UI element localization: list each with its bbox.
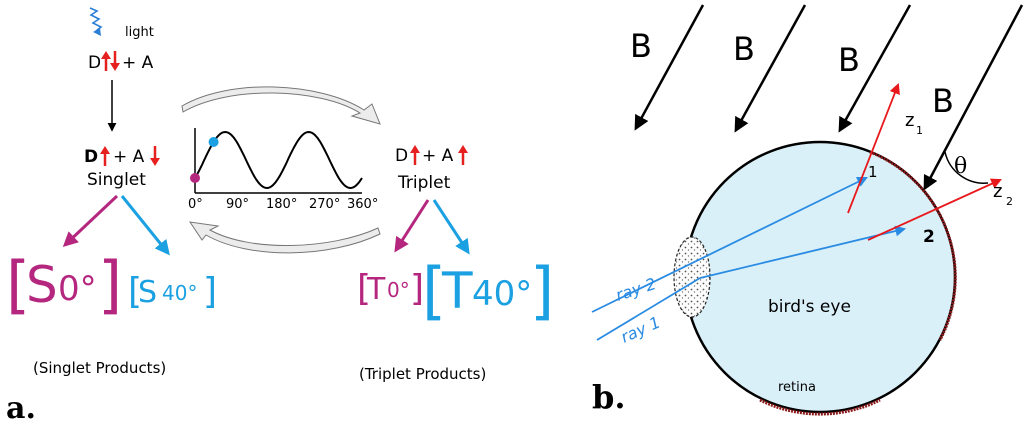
triplet-label: Triplet (397, 173, 451, 193)
light-squiggle-icon (89, 7, 103, 36)
svg-text:]: ] (410, 268, 424, 309)
singlet-acceptor: + A (113, 147, 145, 167)
field-label-b: B (838, 41, 860, 79)
marker-40deg (208, 137, 219, 148)
field-arrow (923, 4, 1024, 191)
panel-a-label: a. (6, 391, 36, 423)
singlet-donor: D (84, 147, 98, 167)
point-2-label: 2 (923, 227, 935, 247)
birds-eye: bird's eye retina (673, 140, 957, 416)
z1-axis (847, 82, 900, 214)
donor-symbol: D (88, 53, 101, 73)
product-s0: [ S 0° ] (6, 248, 122, 321)
spin-up-icon (100, 146, 110, 166)
s40-letter: S (138, 275, 157, 310)
singlet-s40-arrow (120, 195, 170, 256)
light-label: light (125, 25, 154, 40)
t0-letter: T (366, 272, 386, 307)
product-t40: [ T 40° ] (422, 254, 554, 327)
svg-text:[: [ (128, 271, 142, 312)
svg-text:]: ] (203, 271, 217, 312)
svg-text:z: z (905, 110, 914, 131)
retina-layer (759, 398, 881, 416)
panel-b: B B B B bird's eye retina ray 2 ray 1 1 … (591, 4, 1024, 416)
product-s40: [ S 40° ] (128, 271, 217, 312)
triplet-donor: D (395, 146, 408, 166)
retina-layer (869, 150, 957, 341)
field-label-b: B (733, 30, 755, 68)
singlet-products-caption: (Singlet Products) (33, 359, 166, 377)
triplet-t40-arrow (432, 199, 470, 255)
point-1-label: 1 (868, 163, 878, 181)
ray-1-line (591, 176, 868, 313)
svg-text:1: 1 (916, 124, 923, 137)
svg-text:[: [ (357, 268, 371, 309)
spin-down-icon (150, 146, 160, 166)
eye-label: bird's eye (768, 297, 851, 317)
triplet-products-caption: (Triplet Products) (359, 365, 486, 383)
spin-up-icon (458, 145, 468, 165)
ray-1-lower (596, 277, 701, 341)
panel-a: light D + A D + A (6, 7, 554, 423)
triplet-acceptor: + A (422, 146, 454, 166)
s0-letter: S (26, 256, 58, 314)
eye-lens (673, 236, 711, 318)
field-arrow (838, 4, 912, 133)
z2-axis (867, 178, 1002, 241)
singlet-s0-arrow (62, 194, 119, 248)
theta-label: θ (954, 154, 967, 179)
retina-label: retina (778, 380, 816, 395)
interconversion-arrow-top (181, 86, 381, 125)
field-arrow (634, 4, 705, 131)
field-label-b: B (932, 82, 954, 120)
svg-text:z: z (993, 181, 1002, 202)
singlet-state: D + A Singlet (84, 146, 160, 190)
s0-angle: 0° (58, 269, 97, 309)
svg-text:[: [ (6, 248, 30, 321)
oscillation-plot: 0° 90° 180° 270° 360° (188, 128, 378, 212)
tick-270: 270° (309, 197, 340, 212)
ray-1-label: ray 1 (618, 313, 663, 347)
tick-360: 360° (347, 197, 378, 212)
donor-acceptor-pair: D + A (88, 51, 154, 73)
svg-text:]: ] (530, 254, 554, 327)
marker-0deg (190, 172, 200, 183)
oscillation-curve (194, 130, 363, 190)
z1-label: z 1 (905, 110, 923, 137)
t40-letter: T (441, 262, 473, 320)
tick-0: 0° (188, 197, 203, 212)
triplet-t0-arrow (394, 199, 430, 253)
svg-text:2: 2 (1006, 195, 1013, 208)
svg-text:]: ] (98, 248, 122, 321)
field-label-b: B (630, 27, 652, 65)
t0-angle: 0° (387, 278, 410, 302)
tick-90: 90° (226, 197, 249, 212)
t40-angle: 40° (472, 274, 532, 314)
ray-2-line (699, 225, 907, 279)
tick-180: 180° (266, 197, 297, 212)
plus-acceptor: + A (122, 53, 154, 73)
panel-b-label: b. (592, 378, 626, 416)
z2-label: z 2 (993, 181, 1013, 208)
svg-text:[: [ (422, 254, 446, 327)
s40-angle: 40° (162, 281, 197, 305)
ray-2-label: ray 2 (613, 274, 658, 305)
theta-arc (944, 151, 989, 184)
product-t0: [ T 0° ] (357, 268, 424, 309)
singlet-label: Singlet (87, 170, 146, 190)
field-arrow (734, 4, 807, 133)
spin-up-down-icon (101, 51, 120, 71)
triplet-state: D + A Triplet (395, 145, 468, 193)
spin-up-icon (410, 145, 420, 165)
interconversion-arrow-bottom (188, 221, 381, 254)
